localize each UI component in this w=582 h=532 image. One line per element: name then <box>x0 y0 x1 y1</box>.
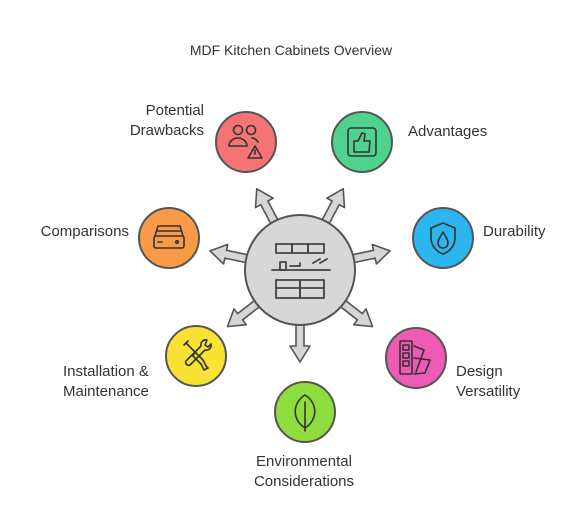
color-swatch-icon <box>399 340 431 375</box>
label-line: Advantages <box>408 123 488 140</box>
node-durability <box>412 207 474 269</box>
leaf-icon <box>294 394 316 432</box>
node-design-versatility <box>385 327 447 389</box>
label-line: Maintenance <box>63 383 149 400</box>
node-potential-drawbacks <box>215 111 277 173</box>
diagram-title: MDF Kitchen Cabinets Overview <box>189 42 393 58</box>
thumbs-up-icon <box>347 127 377 157</box>
label-line: Installation & <box>63 363 149 380</box>
label-line: Potential <box>145 102 204 119</box>
label-line: Considerations <box>253 473 355 490</box>
center-hub <box>244 214 356 326</box>
label-line: Comparisons <box>40 223 129 240</box>
node-installation-maintenance <box>165 325 227 387</box>
label-line: Drawbacks <box>129 122 204 139</box>
node-environmental-considerations <box>274 381 336 443</box>
arrow-environmental <box>289 319 311 363</box>
label-design-versatility: Design Versatility <box>456 362 520 402</box>
label-comparisons: Comparisons <box>41 222 129 242</box>
node-advantages <box>331 111 393 173</box>
label-line: Versatility <box>456 383 521 400</box>
wrench-screwdriver-icon <box>183 339 212 371</box>
shield-drop-icon <box>430 222 456 255</box>
node-comparisons <box>138 207 200 269</box>
label-line: Durability <box>483 223 546 240</box>
users-warning-icon <box>228 124 263 159</box>
label-line: Environmental <box>256 453 352 470</box>
kitchen-cabinet-icon <box>271 243 331 299</box>
drive-icon <box>153 225 185 249</box>
label-advantages: Advantages <box>408 122 487 142</box>
label-installation-maintenance: Installation & Maintenance <box>63 362 149 402</box>
label-durability: Durability <box>483 222 546 242</box>
label-potential-drawbacks: Potential Drawbacks <box>130 101 204 141</box>
label-line: Design <box>456 363 503 380</box>
label-environmental-considerations: Environmental Considerations <box>0 452 582 492</box>
